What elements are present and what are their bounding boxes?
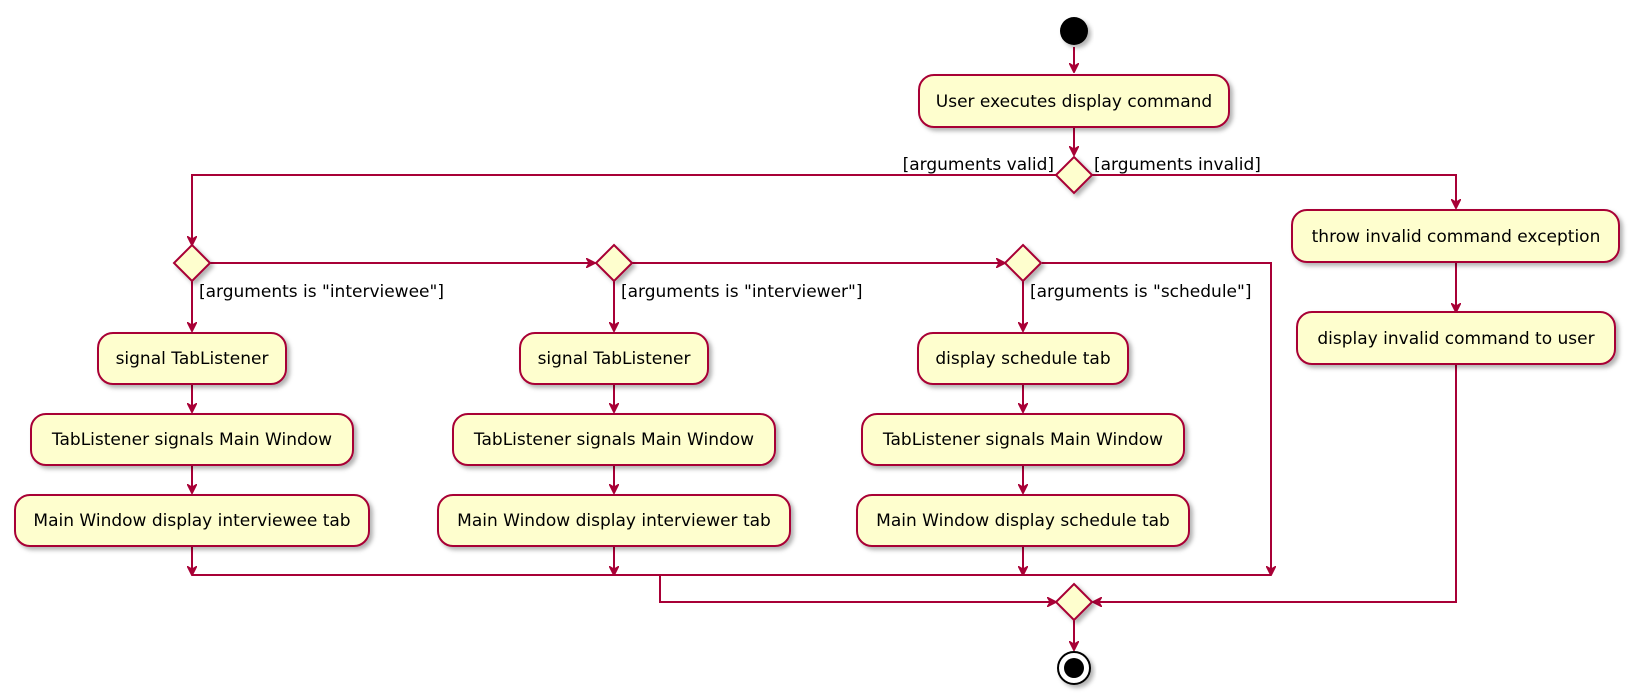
edges (192, 47, 1456, 650)
action-schedule-signals-main: TabListener signals Main Window (861, 413, 1185, 466)
action-schedule-display-tab-first-label: display schedule tab (935, 349, 1110, 369)
action-interviewer-signals-main: TabListener signals Main Window (452, 413, 776, 466)
decision-interviewer (594, 243, 634, 283)
action-schedule-display-tab-first: display schedule tab (917, 332, 1129, 385)
action-interviewer-signal: signal TabListener (519, 332, 709, 385)
action-interviewee-signal-label: signal TabListener (116, 349, 269, 369)
edge-inner-merge-to-final (659, 575, 1056, 602)
action-interviewee-signals-main-label: TabListener signals Main Window (51, 430, 332, 450)
decision-interviewee (172, 243, 212, 283)
action-interviewer-signals-main-label: TabListener signals Main Window (473, 430, 754, 450)
action-user-executes: User executes display command (918, 74, 1230, 128)
guard-interviewee: [arguments is "interviewee"] (199, 282, 444, 302)
guard-interviewer: [arguments is "interviewer"] (621, 282, 863, 302)
action-display-invalid-label: display invalid command to user (1317, 329, 1594, 349)
decision-arguments-valid (1054, 155, 1094, 195)
action-schedule-signals-main-label: TabListener signals Main Window (882, 430, 1163, 450)
action-interviewee-display-tab: Main Window display interviewee tab (14, 494, 370, 547)
action-user-executes-label: User executes display command (936, 92, 1212, 112)
action-throw-invalid-label: throw invalid command exception (1312, 227, 1601, 247)
action-interviewee-display-tab-label: Main Window display interviewee tab (33, 511, 350, 531)
action-interviewer-signal-label: signal TabListener (538, 349, 691, 369)
guard-arguments-valid: [arguments valid] (903, 155, 1054, 175)
action-interviewee-signals-main: TabListener signals Main Window (30, 413, 354, 466)
edge-invalid-to-final (1093, 364, 1457, 602)
action-display-invalid: display invalid command to user (1296, 311, 1616, 365)
start-node (1060, 17, 1088, 45)
action-interviewer-display-tab-label: Main Window display interviewer tab (457, 511, 771, 531)
guard-schedule: [arguments is "schedule"] (1030, 282, 1251, 302)
edge-valid-branch (192, 174, 1057, 245)
action-interviewee-signal: signal TabListener (97, 332, 287, 385)
action-schedule-display-tab-label: Main Window display schedule tab (876, 511, 1170, 531)
merge-final (1054, 582, 1094, 622)
edge-d3-else (1042, 262, 1271, 575)
edge-invalid-branch (1091, 174, 1456, 208)
action-throw-invalid: throw invalid command exception (1291, 209, 1620, 263)
end-node (1057, 651, 1091, 685)
action-schedule-display-tab: Main Window display schedule tab (856, 494, 1190, 547)
guard-arguments-invalid: [arguments invalid] (1094, 155, 1261, 175)
action-interviewer-display-tab: Main Window display interviewer tab (437, 494, 791, 547)
decision-schedule (1003, 243, 1043, 283)
